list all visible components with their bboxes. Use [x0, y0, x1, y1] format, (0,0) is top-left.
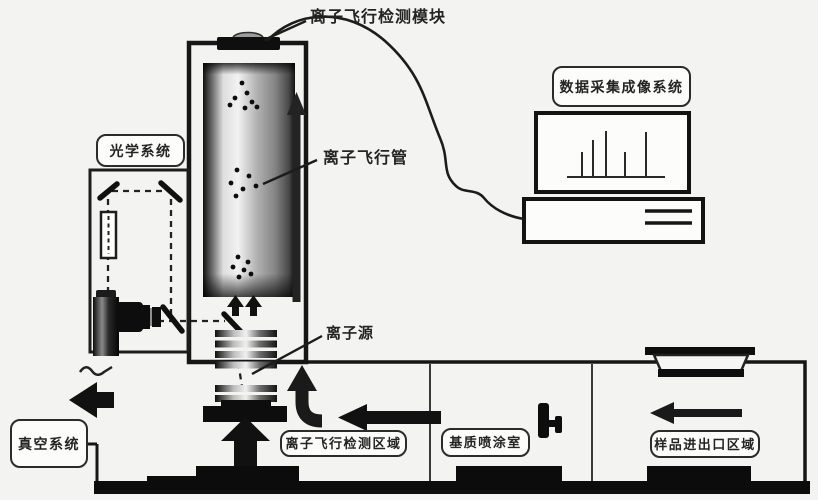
stepped-platform: [147, 466, 299, 483]
mirror-top-right-icon: [158, 180, 183, 203]
extraction-arrows: [227, 295, 262, 316]
mirror-top-left-icon: [97, 181, 120, 201]
detector-module: [217, 31, 280, 50]
label-data-system: 数据采集成像系统: [552, 66, 691, 107]
label-flight-tube: 离子飞行管: [323, 150, 409, 167]
optical-system-box: [88, 168, 190, 354]
stage-lift-arrow: [221, 417, 270, 468]
label-sample-region: 样品进出口区域: [650, 430, 760, 458]
vacuum-port-squiggle: [78, 365, 113, 376]
monitor: [534, 111, 691, 194]
mirror-bottom-right-icon: [160, 304, 185, 334]
computer-unit: [522, 197, 705, 244]
signal-cable: [266, 15, 525, 221]
label-detector-module: 离子飞行检测模块: [310, 9, 447, 26]
matrix-platform: [456, 466, 562, 483]
mass-spectrum-plot: [567, 131, 665, 178]
attenuator-lens: [99, 210, 118, 260]
chamber-floor: [94, 466, 810, 494]
leader-lines: [251, 19, 323, 376]
label-ion-source: 离子源: [326, 325, 375, 342]
sample-dish: [645, 347, 755, 377]
label-detection-region: 离子飞行检测区域: [280, 430, 407, 457]
sample-region-arrow: [650, 402, 742, 424]
sample-platform: [647, 466, 751, 483]
matrix-spray-nozzle-icon: [538, 403, 562, 438]
ion-dots: [227, 80, 260, 280]
ion-source-electrodes: [215, 330, 277, 402]
vacuum-chamber-outline: [88, 360, 807, 481]
vacuum-flow-arrow: [69, 382, 114, 418]
laser-device: [93, 290, 161, 356]
acceleration-arrow-up: [287, 92, 306, 302]
label-vacuum-system: 真空系统: [10, 419, 88, 468]
detection-region-arrow: [338, 404, 441, 431]
sample-stage: [203, 400, 287, 422]
flight-tube: [203, 63, 295, 297]
label-optical-system: 光学系统: [96, 134, 185, 167]
sample-transfer-bend-arrow: [287, 365, 323, 428]
label-matrix-chamber: 基质喷涂室: [441, 428, 530, 457]
